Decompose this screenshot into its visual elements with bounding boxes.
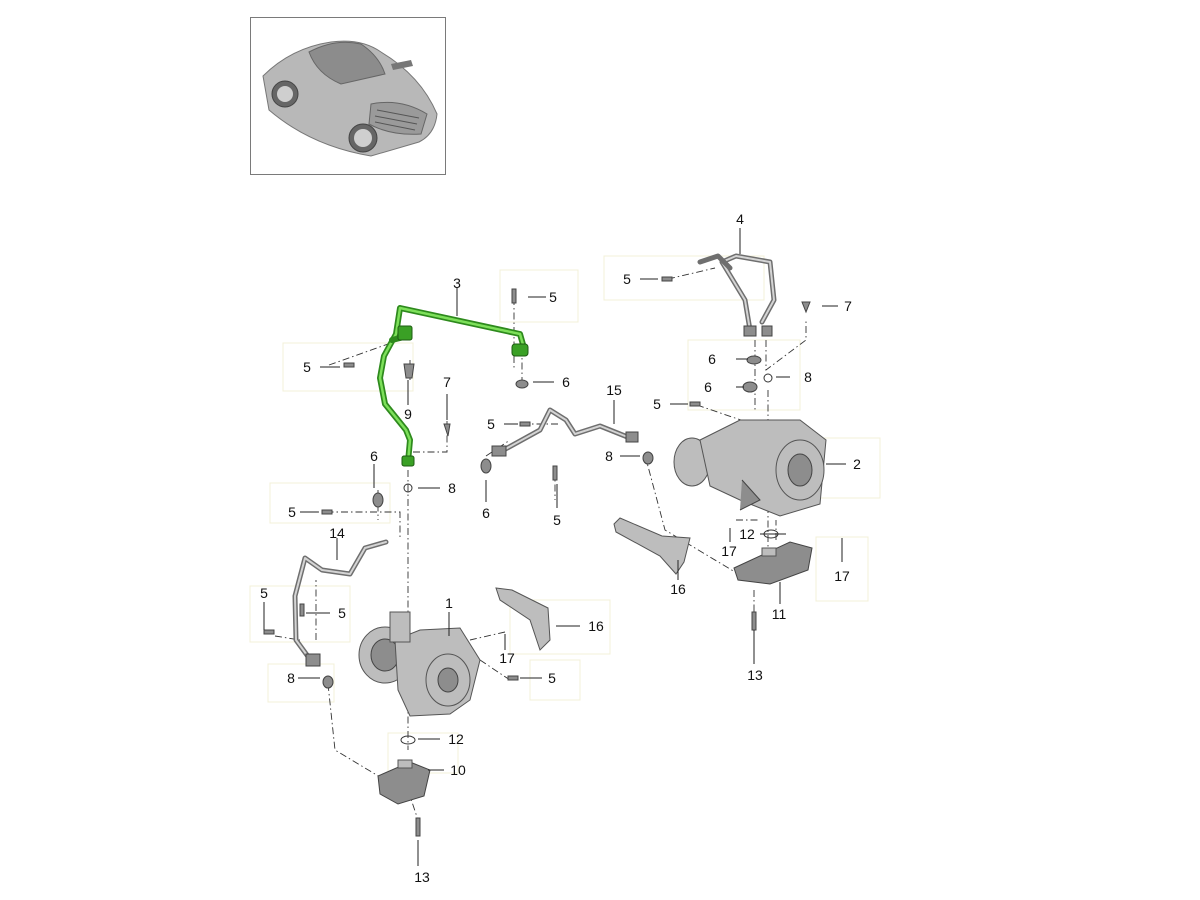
callout-13: 13 <box>747 667 763 683</box>
callout-6: 6 <box>704 379 712 395</box>
callout-6: 6 <box>370 448 378 464</box>
callout-17: 17 <box>499 650 515 666</box>
callout-4: 4 <box>736 211 744 227</box>
callout-17: 17 <box>834 568 850 584</box>
callout-12: 12 <box>448 731 464 747</box>
callout-7: 7 <box>844 298 852 314</box>
callout-8: 8 <box>804 369 812 385</box>
turbocharger-right-part[interactable] <box>673 419 827 517</box>
callout-5: 5 <box>303 359 311 375</box>
return-pipe-part[interactable] <box>697 253 777 337</box>
callout-1: 1 <box>445 595 453 611</box>
callout-7: 7 <box>443 374 451 390</box>
callout-8: 8 <box>448 480 456 496</box>
callout-5: 5 <box>260 585 268 601</box>
callout-6: 6 <box>708 351 716 367</box>
callout-17: 17 <box>721 543 737 559</box>
callout-9: 9 <box>404 406 412 422</box>
coolant-pipe-part[interactable] <box>292 539 389 667</box>
callout-10: 10 <box>450 762 466 778</box>
callout-5: 5 <box>288 504 296 520</box>
callout-13: 13 <box>414 869 430 885</box>
callout-15: 15 <box>606 382 622 398</box>
callout-5: 5 <box>338 605 346 621</box>
turbocharger-part[interactable] <box>358 611 481 717</box>
car-thumbnail-icon <box>262 40 438 157</box>
callout-16: 16 <box>588 618 604 634</box>
callout-3: 3 <box>453 275 461 291</box>
callout-5: 5 <box>553 512 561 528</box>
small-parts <box>263 276 811 837</box>
bracket-right-part[interactable] <box>733 541 813 585</box>
callout-leaders <box>263 228 846 866</box>
callout-5: 5 <box>623 271 631 287</box>
heat-shield-part[interactable] <box>495 517 691 651</box>
callout-5: 5 <box>487 416 495 432</box>
callout-2: 2 <box>853 456 861 472</box>
bracket-bottom-part[interactable] <box>377 759 431 805</box>
oil-feed-pipe-part[interactable] <box>491 407 639 457</box>
callout-labels: 5 3 5 4 5 7 6 6 8 5 2 6 15 5 8 9 7 6 8 6… <box>260 211 861 885</box>
callout-11: 11 <box>772 606 787 622</box>
callout-12: 12 <box>739 526 755 542</box>
callout-16: 16 <box>670 581 686 597</box>
callout-6: 6 <box>562 374 570 390</box>
callout-8: 8 <box>605 448 613 464</box>
callout-8: 8 <box>287 670 295 686</box>
callout-5: 5 <box>549 289 557 305</box>
callout-5: 5 <box>548 670 556 686</box>
callout-5: 5 <box>653 396 661 412</box>
vehicle-thumbnail <box>250 17 446 175</box>
callout-14: 14 <box>329 525 345 541</box>
callout-6: 6 <box>482 505 490 521</box>
oil-line-highlighted[interactable] <box>377 305 529 467</box>
